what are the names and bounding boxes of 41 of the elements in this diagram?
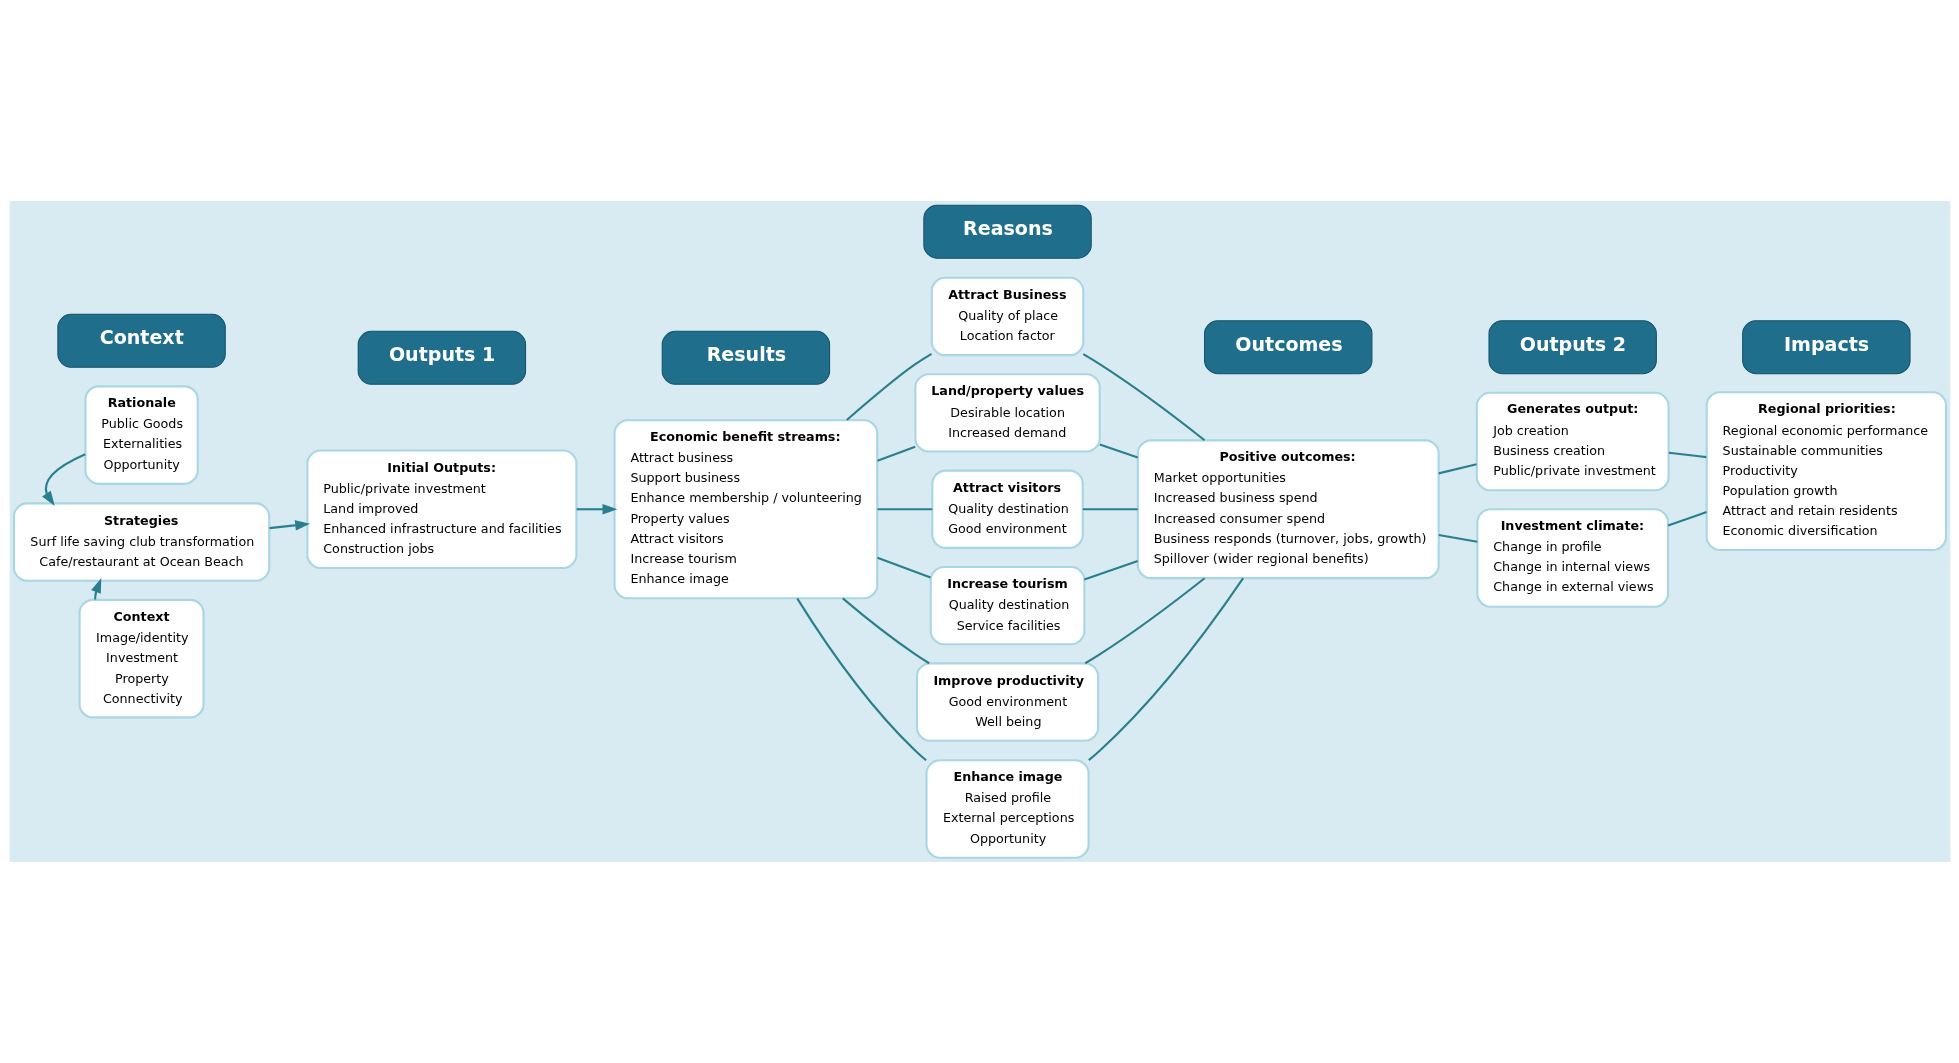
node-box: Initial Outputs: Public/private investment Land improved Enhanced infrastructure and facilities Construction jobs [305,449,577,570]
connector [1084,577,1205,665]
connector [795,597,927,762]
node-box: Attract visitors Quality destination Good environment [930,469,1084,549]
node-box: Increase tourism Quality destination Service facilities [929,565,1085,646]
connector [841,597,930,665]
connector [1082,508,1138,511]
connector [845,352,932,421]
node-box: Enhance image Raised profile External perceptions Opportunity [924,759,1090,859]
connector [876,445,916,462]
node-box: Rationale Public Goods Externalities Opportunity [83,385,199,485]
connector [1082,353,1205,442]
connector [1087,577,1244,761]
connector [1438,534,1477,543]
connector [1083,559,1138,581]
node-box: Regional priorities: Regional economic performance Sustainable communities Productivity Population growth Attract and retain residents Economic diversification [1705,391,1947,552]
connector [1668,451,1706,459]
connector [1438,463,1477,475]
connector [1099,443,1138,459]
node-box: Strategies Surf life saving club transformation Cafe/restaurant at Ocean Beach [12,502,270,582]
arrow [268,520,310,531]
node-box: Economic benefit streams: Attract business Support business Enhance membership / volunteering Property values Attract visitors Increase tourism Enhance image [613,419,878,600]
node-box: Generates output: Job creation Business creation Public/private investment [1475,391,1670,492]
connector [1667,511,1707,527]
node-box: Outcomes [1203,320,1372,375]
node-box: Outputs 1 [357,330,526,385]
node-box: Improve productivity Good environment Well being [915,662,1099,742]
node-box: Reasons [922,204,1092,259]
connector [877,508,932,511]
node-box: Land/property values Desirable location Increased demand [913,373,1101,453]
arrow [576,504,617,515]
node-box: Impacts [1741,320,1911,375]
arrow [41,453,86,506]
node-box: Outputs 2 [1487,320,1657,375]
node-box: Positive outcomes: Market opportunities Increased business spend Increased consumer spend Business responds (turnover, jobs, growth) Spillover (wider regional benefits) [1136,439,1440,580]
node-box: Attract Business Quality of place Location factor [930,276,1084,357]
node-box: Context [56,313,226,368]
node-box: Context Image/identity Investment Property Connectivity [78,598,205,719]
connector [876,556,931,579]
node-box: Results [661,330,830,385]
node-box: Investment climate: Change in profile Change in internal views Change in external views [1475,508,1669,608]
